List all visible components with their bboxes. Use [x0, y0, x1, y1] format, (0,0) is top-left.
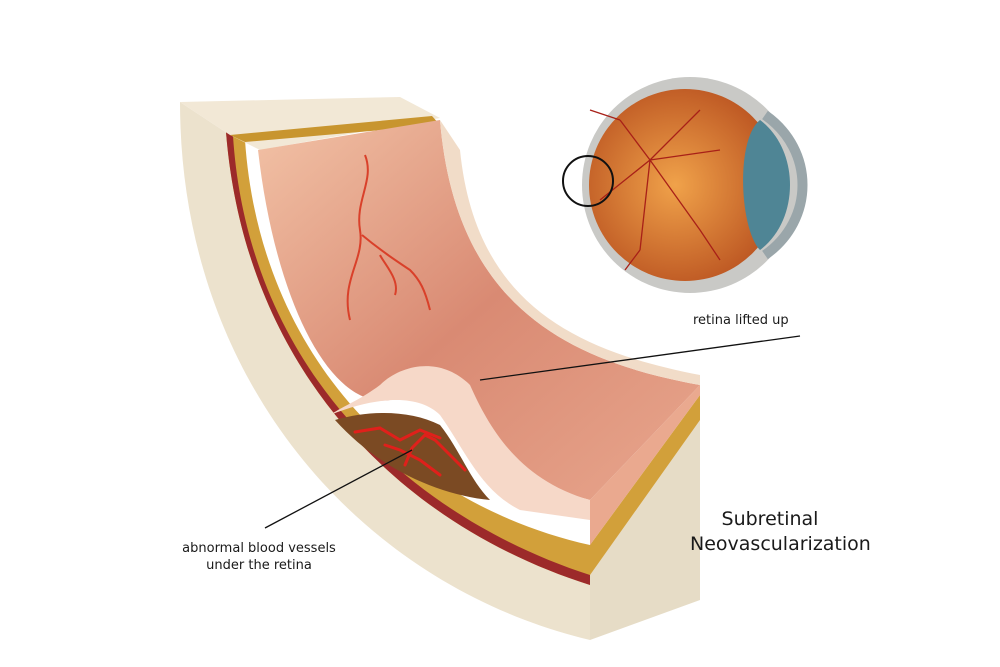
label-vessels-line1: abnormal blood vessels: [182, 541, 336, 556]
title-line2: Neovascularization: [690, 533, 871, 555]
retina-vessel: [346, 154, 431, 321]
pointer-line-vessels: [264, 449, 413, 529]
lifted-retina: [330, 366, 590, 520]
sclera-outer-face: [180, 102, 590, 640]
label-vessels: abnormal blood vessels under the retina: [164, 540, 354, 574]
pointer-line-retina: [479, 335, 801, 381]
magnify-circle: [562, 155, 614, 207]
retina-surface: [258, 120, 700, 500]
label-retina-lifted: retina lifted up: [693, 313, 789, 328]
diagram-title: Subretinal Neovascularization: [690, 507, 871, 557]
eyeball: [582, 77, 808, 293]
title-line1: Subretinal: [721, 508, 819, 530]
label-vessels-line2: under the retina: [206, 558, 312, 573]
